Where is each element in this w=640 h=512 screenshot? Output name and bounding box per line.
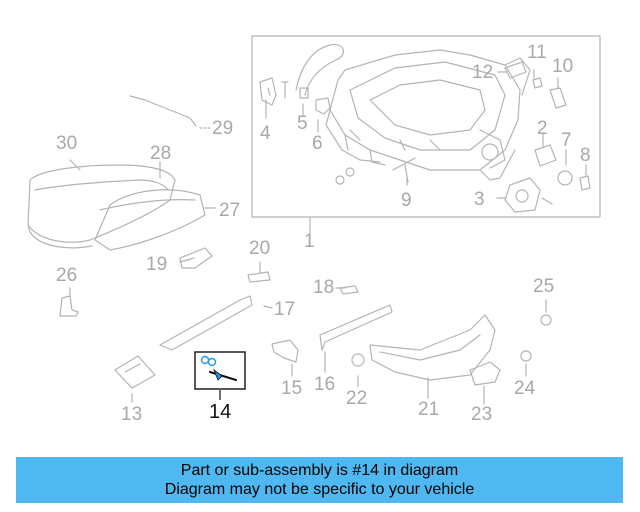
info-banner: Part or sub-assembly is #14 in diagram D… (16, 457, 623, 503)
callout-1: 1 (304, 231, 315, 252)
frame-group-box (251, 35, 601, 218)
seat-frame-part (325, 49, 531, 181)
part-26 (59, 295, 79, 317)
callout-25: 25 (533, 276, 555, 297)
callout-7: 7 (561, 130, 572, 151)
trim-21-part (369, 314, 496, 381)
callout-11: 11 (527, 42, 547, 63)
part-3 (504, 177, 541, 213)
info-banner-bg (16, 457, 623, 503)
part-8 (579, 175, 591, 191)
trim-17-part (159, 295, 253, 351)
callout-18: 18 (313, 277, 335, 298)
banner-line-2: Diagram may not be specific to your vehi… (164, 481, 475, 498)
callout-8: 8 (580, 145, 591, 166)
callout-23: 23 (471, 404, 493, 425)
part-19 (179, 247, 213, 269)
callout-21: 21 (418, 399, 440, 420)
bolt-near-3 (541, 197, 553, 205)
seat-cushion-part (27, 164, 176, 249)
callout-6: 6 (312, 133, 323, 154)
part-20 (247, 271, 271, 283)
callout-28: 28 (150, 143, 172, 164)
callout-14: 14 (209, 401, 232, 423)
callout-20: 20 (249, 238, 271, 259)
callout-24: 24 (514, 378, 536, 399)
part-11 (532, 77, 543, 89)
banner-line-1: Part or sub-assembly is #14 in diagram (180, 462, 459, 479)
callout-19: 19 (146, 254, 168, 275)
callout-12: 12 (472, 62, 494, 83)
callout-27: 27 (219, 200, 241, 221)
callout-9: 9 (401, 190, 412, 211)
callout-4: 4 (260, 123, 271, 144)
cushion-pad-part (94, 189, 206, 251)
screw-near-4 (281, 81, 289, 99)
part-2 (534, 144, 557, 167)
callout-10: 10 (552, 56, 574, 77)
callout-3: 3 (474, 189, 485, 210)
part-15 (271, 339, 299, 363)
callout-5: 5 (297, 113, 308, 134)
bracket-4-part (259, 77, 277, 106)
part-12 (504, 61, 527, 79)
callout-26: 26 (56, 265, 78, 286)
part-14-highlight (194, 351, 246, 400)
rod-29-part (129, 95, 197, 127)
callout-30: 30 (56, 133, 78, 154)
clip-25-part (540, 314, 552, 326)
callout-13: 13 (121, 404, 143, 425)
callout-22: 22 (346, 388, 368, 409)
cover-23-part (469, 361, 501, 386)
cable-end-part (299, 87, 309, 99)
cable-part (295, 43, 344, 96)
rail-16-part (319, 304, 393, 351)
callout-17: 17 (274, 299, 296, 320)
part-13 (114, 355, 156, 389)
bolt-10-part (549, 87, 567, 109)
callout-2: 2 (537, 118, 548, 139)
callout-29: 29 (212, 118, 234, 139)
part-18 (339, 285, 359, 295)
clip-6-part (315, 97, 331, 115)
callout-16: 16 (314, 374, 336, 395)
callout-15: 15 (281, 378, 303, 399)
small-part-near-9 (335, 175, 345, 185)
knob-22-part (351, 353, 365, 367)
clip-24-part (520, 350, 532, 362)
part-7 (557, 170, 573, 186)
